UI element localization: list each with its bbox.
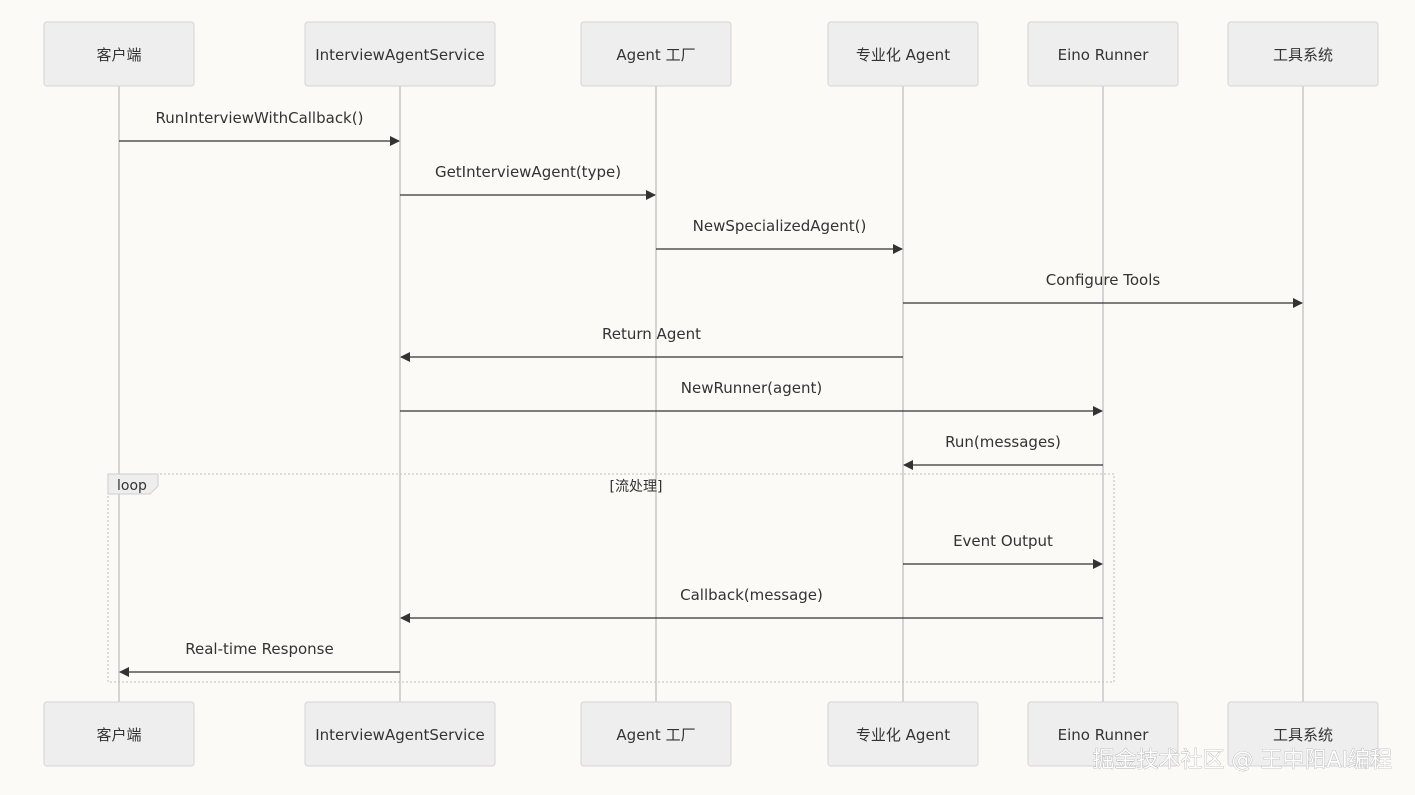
- actor-service-top: InterviewAgentService: [304, 21, 496, 87]
- actor-client-bottom: 客户端: [43, 701, 195, 767]
- actor-client-top: 客户端: [43, 21, 195, 87]
- actor-label: 工具系统: [1273, 726, 1333, 744]
- loop-frame: [107, 473, 1115, 683]
- actor-label: Eino Runner: [1058, 46, 1150, 64]
- messages: RunInterviewWithCallback() GetInterviewAg…: [119, 109, 1303, 677]
- message-8: Event Output: [903, 532, 1103, 569]
- message-label: NewRunner(agent): [681, 379, 822, 397]
- actor-label: InterviewAgentService: [315, 46, 485, 64]
- actor-box: [1027, 21, 1179, 87]
- actors-bottom-row: 客户端 InterviewAgentService Agent 工厂 专业化 Agen…: [43, 701, 1379, 767]
- actor-specialized-bottom: 专业化 Agent: [827, 701, 979, 767]
- actor-box: [43, 701, 195, 767]
- actor-box: [827, 701, 979, 767]
- actor-label: 工具系统: [1273, 46, 1333, 64]
- loop-block: loop [流处理]: [107, 473, 1115, 683]
- loop-tag: [107, 473, 159, 495]
- message-label: NewSpecializedAgent(): [693, 217, 867, 235]
- watermark-text: 掘金技术社区 @ 王中阳AI编程: [1092, 748, 1392, 773]
- actor-label: Eino Runner: [1058, 726, 1150, 744]
- actors-top-row: 客户端 InterviewAgentService Agent 工厂 专业化 Agen…: [43, 21, 1379, 87]
- actor-runner-top: Eino Runner: [1027, 21, 1179, 87]
- message-3: NewSpecializedAgent(): [656, 217, 903, 254]
- actor-box: [580, 21, 732, 87]
- actor-box: [827, 21, 979, 87]
- actor-box: [1227, 701, 1379, 767]
- message-1: RunInterviewWithCallback(): [119, 109, 400, 146]
- actor-box: [43, 21, 195, 87]
- actor-factory-bottom: Agent 工厂: [580, 701, 732, 767]
- actor-box: [1227, 21, 1379, 87]
- actor-label: 客户端: [96, 46, 141, 64]
- message-6: NewRunner(agent): [400, 379, 1103, 416]
- actor-box: [304, 21, 496, 87]
- actor-label: 专业化 Agent: [856, 726, 950, 744]
- actor-label: Agent 工厂: [616, 46, 695, 64]
- actor-label: Agent 工厂: [616, 726, 695, 744]
- message-4: Configure Tools: [903, 271, 1303, 308]
- message-label: Real-time Response: [185, 640, 333, 658]
- actor-label: InterviewAgentService: [315, 726, 485, 744]
- message-7: Run(messages): [903, 433, 1103, 470]
- message-label: Run(messages): [945, 433, 1061, 451]
- actor-factory-top: Agent 工厂: [580, 21, 732, 87]
- actor-service-bottom: InterviewAgentService: [304, 701, 496, 767]
- message-label: Event Output: [953, 532, 1053, 550]
- message-label: GetInterviewAgent(type): [435, 163, 621, 181]
- actor-tools-top: 工具系统: [1227, 21, 1379, 87]
- message-2: GetInterviewAgent(type): [400, 163, 656, 200]
- message-label: Configure Tools: [1046, 271, 1161, 289]
- actor-runner-bottom: Eino Runner: [1027, 701, 1179, 767]
- message-label: Callback(message): [680, 586, 823, 604]
- actor-tools-bottom: 工具系统: [1227, 701, 1379, 767]
- message-label: Return Agent: [602, 325, 701, 343]
- loop-tag-label: loop: [117, 478, 147, 494]
- actor-box: [304, 701, 496, 767]
- actor-label: 客户端: [96, 726, 141, 744]
- actor-box: [1027, 701, 1179, 767]
- message-9: Callback(message): [400, 586, 1103, 623]
- actor-label: 专业化 Agent: [856, 46, 950, 64]
- actor-specialized-top: 专业化 Agent: [827, 21, 979, 87]
- actor-box: [580, 701, 732, 767]
- lifelines: [118, 86, 1304, 702]
- loop-condition: [流处理]: [610, 479, 663, 495]
- message-10: Real-time Response: [119, 640, 400, 677]
- message-5: Return Agent: [400, 325, 903, 362]
- message-label: RunInterviewWithCallback(): [156, 109, 364, 127]
